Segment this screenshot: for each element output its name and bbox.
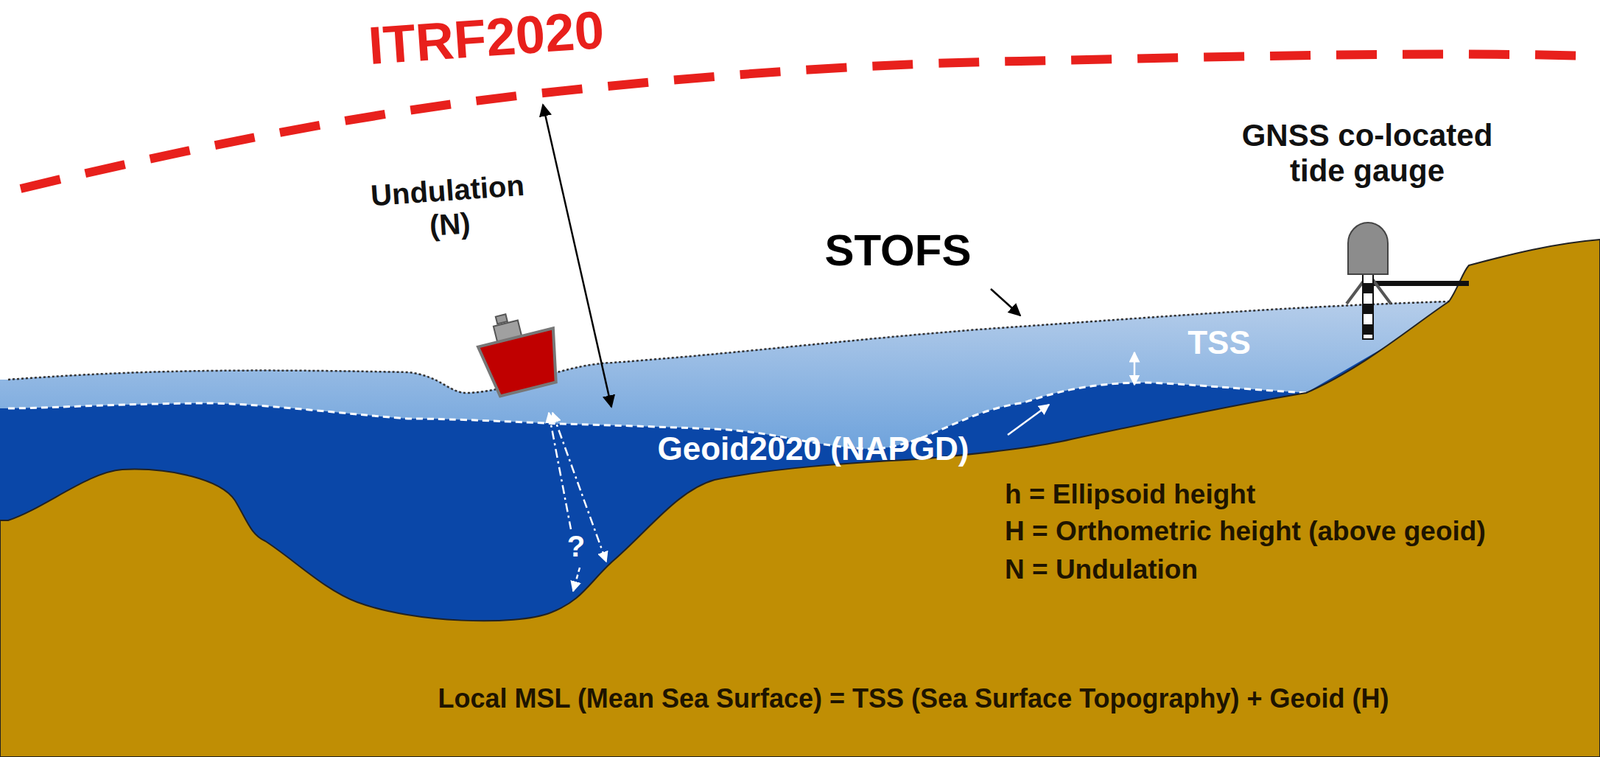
depth-line: [548, 412, 571, 529]
tide-gauge: [1346, 222, 1469, 339]
gauge-label: GNSS co-located tide gauge: [1212, 117, 1522, 190]
formula-note: Local MSL (Mean Sea Surface) = TSS (Sea …: [438, 682, 1390, 714]
question-mark: ?: [567, 528, 585, 563]
seabed-land: [0, 239, 1600, 757]
legend-note: h = Ellipsoid height: [1004, 478, 1256, 511]
geoid-pointer: [1007, 404, 1049, 435]
depth-line: [573, 567, 580, 591]
frame-title: ITRF2020: [366, 0, 606, 77]
legend-note: N = Undulation: [1004, 553, 1198, 586]
geoid-label: Geoid2020 (NAPGD): [657, 430, 970, 468]
tss-arrow: [1133, 352, 1136, 385]
ellipsoid-line: [20, 54, 1592, 189]
survey-boat: [472, 303, 567, 398]
legend-note: H = Orthometric height (above geoid): [1004, 515, 1486, 548]
undulation-label: Undulation (N): [346, 166, 551, 249]
tss-label: TSS: [1187, 324, 1251, 362]
stofs-pointer: [990, 288, 1021, 316]
model-label: STOFS: [825, 224, 972, 276]
sea-surface-line: [8, 301, 1449, 393]
